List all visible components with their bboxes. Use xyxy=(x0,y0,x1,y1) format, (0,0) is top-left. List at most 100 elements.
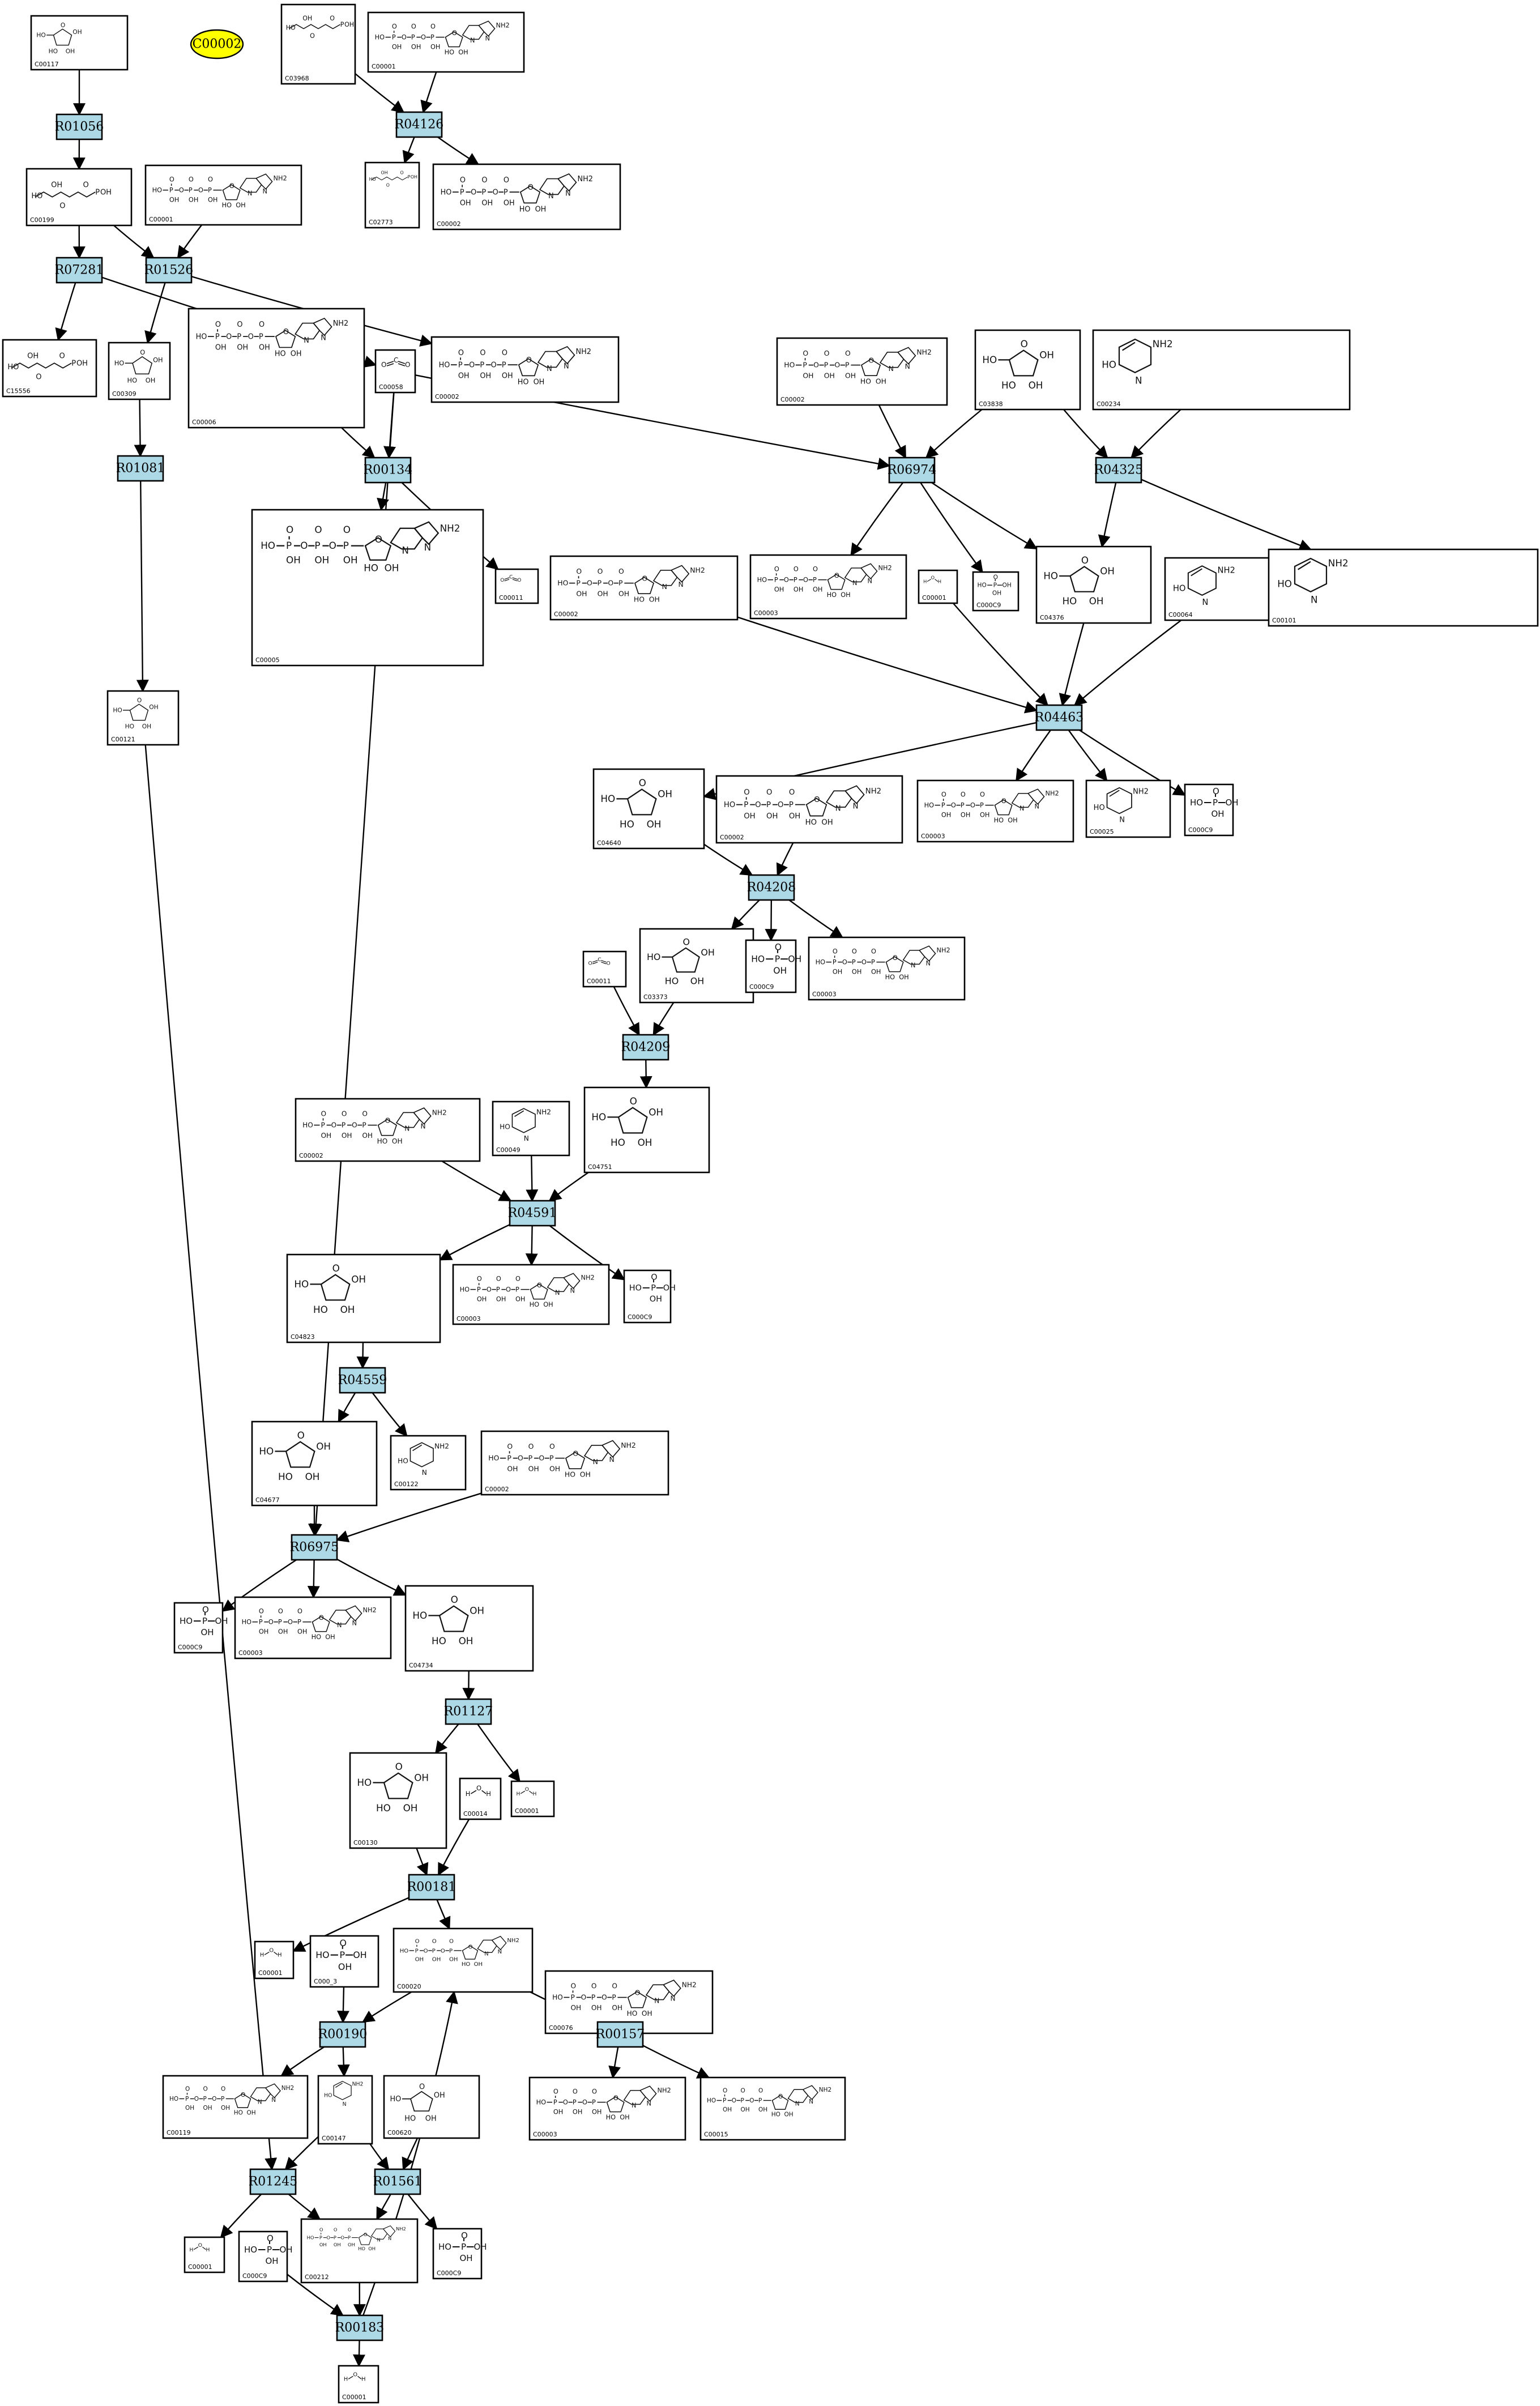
compound-node-n58[interactable]: C00015 xyxy=(699,2076,846,2141)
compound-node-n02[interactable]: C03968 xyxy=(280,3,356,85)
compound-node-n56[interactable]: C00620 xyxy=(383,2075,480,2139)
reaction-node-r14[interactable]: R06975 xyxy=(290,1534,339,1561)
edge-n06-r04 xyxy=(113,225,155,259)
reaction-node-r11[interactable]: R04209 xyxy=(621,1034,671,1061)
compound-id-label: C00011 xyxy=(587,978,611,985)
compound-node-n42[interactable]: C00122 xyxy=(390,1435,467,1491)
compound-node-n17[interactable]: C00011 xyxy=(494,568,539,604)
compound-node-n28[interactable]: C00003 xyxy=(916,779,1074,843)
compound-id-label: C000_3 xyxy=(314,1978,337,1985)
compound-node-n21[interactable]: C000C9 xyxy=(972,571,1019,612)
edge-r03-n08 xyxy=(55,282,76,342)
edge-n55-r20 xyxy=(369,2143,390,2170)
compound-node-n39[interactable]: C00003 xyxy=(452,1264,610,1325)
compound-node-n20[interactable]: C00001 xyxy=(918,569,958,604)
compound-node-n25[interactable]: C00121 xyxy=(106,690,180,746)
compound-node-n38[interactable]: C04823 xyxy=(286,1253,441,1343)
reaction-node-r02[interactable]: R04126 xyxy=(395,111,444,138)
compound-node-n63[interactable]: C00001 xyxy=(338,2365,379,2404)
reaction-node-r20[interactable]: R01561 xyxy=(373,2168,423,2195)
compound-node-n49[interactable]: C00001 xyxy=(510,1780,555,1818)
reaction-node-r10[interactable]: R04208 xyxy=(747,874,796,901)
reaction-node-r09[interactable]: R04463 xyxy=(1035,704,1084,731)
compound-node-n08[interactable]: C15556 xyxy=(2,339,97,398)
compound-node-n23[interactable]: C00064 xyxy=(1164,557,1277,621)
compound-node-n04[interactable]: C02773 xyxy=(364,161,420,229)
compound-node-n05[interactable]: C00002 xyxy=(432,163,621,231)
edge-r09-n28 xyxy=(1016,730,1051,782)
compound-box xyxy=(432,2228,483,2280)
reaction-node-r01[interactable]: R01056 xyxy=(55,113,104,140)
compound-node-n15[interactable]: C00234 xyxy=(1092,329,1351,411)
compound-node-n57[interactable]: C00003 xyxy=(528,2076,686,2141)
compound-node-n12[interactable]: C00002 xyxy=(430,336,620,403)
compound-id-label: C00014 xyxy=(463,1810,488,1818)
compound-node-n52[interactable]: C00020 xyxy=(393,1927,534,1993)
edge-r17-n54 xyxy=(280,2046,325,2077)
edge-r14-n44 xyxy=(221,1559,297,1612)
compound-node-n43[interactable]: C00002 xyxy=(480,1430,669,1496)
compound-node-n30[interactable]: C000C9 xyxy=(1184,783,1239,837)
compound-node-n14[interactable]: C03838 xyxy=(974,329,1081,411)
reaction-node-r18[interactable]: R00157 xyxy=(596,2021,645,2048)
highlighted-compound-node[interactable]: C00002 xyxy=(190,29,244,59)
reaction-node-r21[interactable]: R00183 xyxy=(335,2314,385,2341)
compound-node-n33[interactable]: C000C9 xyxy=(745,939,803,993)
compound-node-n40[interactable]: C000C9 xyxy=(623,1269,676,1324)
reaction-box xyxy=(374,2168,421,2195)
reaction-node-r03[interactable]: R07281 xyxy=(55,257,104,284)
reaction-node-r15[interactable]: R01127 xyxy=(444,1698,493,1725)
compound-node-n32[interactable]: C03373 xyxy=(639,928,754,1004)
compound-node-n55[interactable]: C00147 xyxy=(317,2075,373,2145)
reaction-node-r05[interactable]: R01081 xyxy=(116,455,165,482)
compound-node-n19[interactable]: C00003 xyxy=(749,554,907,620)
compound-id-label: C00001 xyxy=(922,594,946,602)
compound-node-n44[interactable]: C000C9 xyxy=(173,1602,229,1654)
compound-node-n26[interactable]: C04640 xyxy=(592,768,705,850)
compound-node-n35[interactable]: C00002 xyxy=(295,1098,481,1162)
reaction-node-r07[interactable]: R06974 xyxy=(888,457,937,484)
compound-node-n37[interactable]: C04751 xyxy=(583,1086,710,1174)
compound-box xyxy=(918,569,958,604)
compound-node-n18[interactable]: C00002 xyxy=(549,555,739,621)
reaction-node-r19[interactable]: R01245 xyxy=(249,2168,298,2195)
compound-node-n22[interactable]: C04376 xyxy=(1035,545,1152,624)
compound-node-n59[interactable]: C00001 xyxy=(184,2236,225,2273)
reaction-node-r08[interactable]: R04325 xyxy=(1094,457,1144,484)
compound-node-n62[interactable]: C000C9 xyxy=(432,2228,488,2280)
compound-node-n27[interactable]: C00002 xyxy=(715,775,903,844)
compound-node-n13[interactable]: C00002 xyxy=(776,337,948,406)
compound-node-n06[interactable]: C00199 xyxy=(25,168,133,227)
compound-node-n47[interactable]: C00130 xyxy=(349,1752,447,1849)
compound-node-n36[interactable]: C00049 xyxy=(492,1100,570,1157)
reaction-node-r12[interactable]: R04591 xyxy=(508,1200,557,1227)
compound-id-label: C04640 xyxy=(597,839,621,847)
compound-node-n61[interactable]: C00212 xyxy=(300,2218,419,2284)
reaction-node-r16[interactable]: R00181 xyxy=(407,1874,457,1901)
compound-node-n41[interactable]: C04677 xyxy=(251,1420,378,1507)
reaction-node-r06[interactable]: R00134 xyxy=(364,457,413,484)
reaction-node-r17[interactable]: R00190 xyxy=(318,2021,368,2048)
compound-node-n50[interactable]: C00001 xyxy=(254,1940,295,1980)
compound-node-n10[interactable]: C00006 xyxy=(187,308,365,429)
compound-node-n51[interactable]: C000_3 xyxy=(309,1935,379,1988)
compound-node-n16[interactable]: C00005 xyxy=(251,509,484,667)
compound-node-n29[interactable]: C00025 xyxy=(1085,779,1171,838)
compound-node-n09[interactable]: C00309 xyxy=(108,342,171,400)
compound-node-n45[interactable]: C00003 xyxy=(234,1596,392,1660)
compound-node-n31[interactable]: C00011 xyxy=(582,950,627,988)
reaction-node-r13[interactable]: R04559 xyxy=(338,1367,387,1394)
compound-node-n01[interactable]: C00117 xyxy=(30,15,129,71)
compound-node-n54[interactable]: C00119 xyxy=(162,2075,309,2139)
edge-n56-r20 xyxy=(402,2138,419,2171)
compound-node-n46[interactable]: C04734 xyxy=(404,1585,534,1672)
compound-node-n34[interactable]: C00003 xyxy=(808,936,966,1001)
compound-node-n07[interactable]: C00001 xyxy=(144,164,302,226)
compound-node-n60[interactable]: C000C9 xyxy=(238,2230,293,2283)
reaction-node-r04[interactable]: R01526 xyxy=(144,257,194,284)
compound-node-n24[interactable]: C00101 xyxy=(1268,548,1539,627)
compound-node-n48[interactable]: C00014 xyxy=(459,1777,502,1820)
edge-n32-r11 xyxy=(652,1002,675,1036)
compound-node-n11[interactable]: C00058 xyxy=(374,349,416,394)
compound-node-n03[interactable]: C00001 xyxy=(367,11,525,73)
